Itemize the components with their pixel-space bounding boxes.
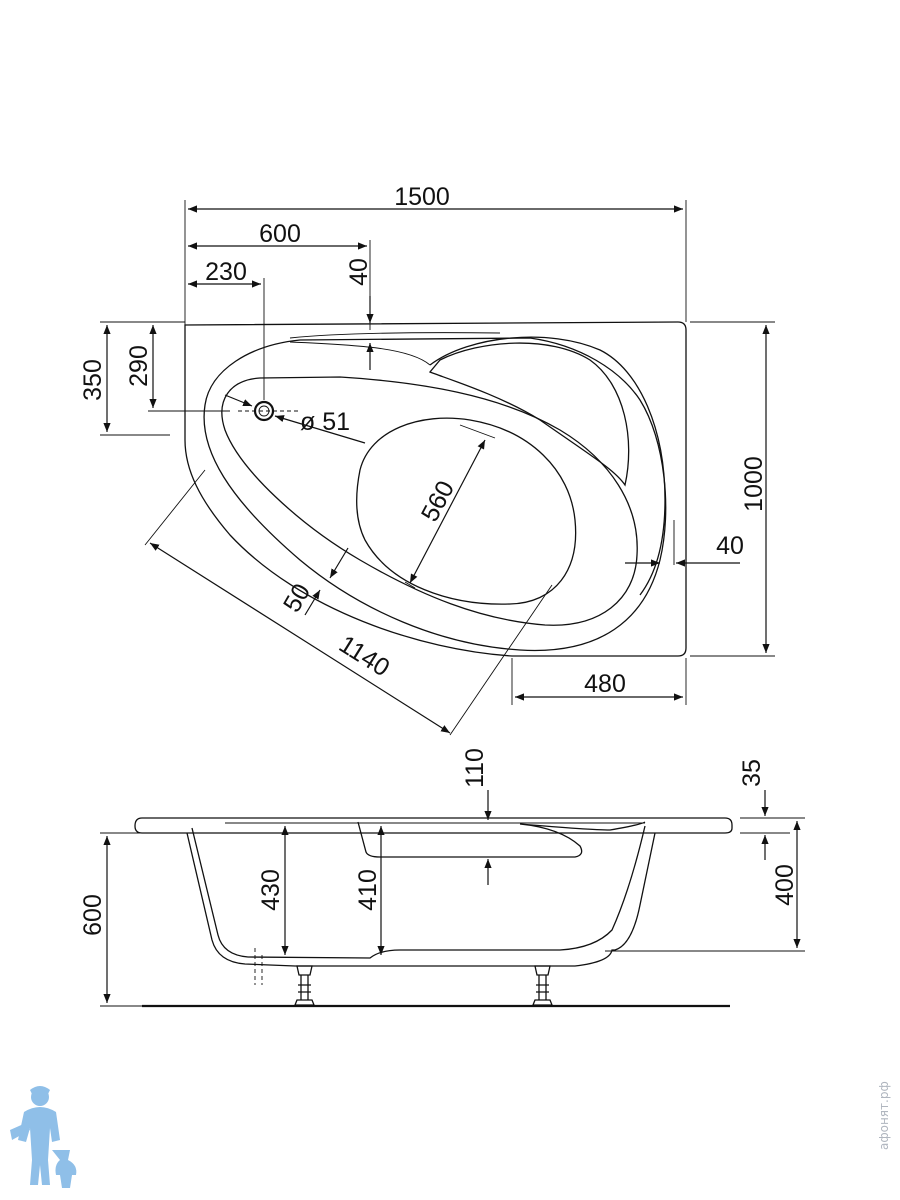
dim-line-50 [329, 547, 349, 579]
label-1000: 1000 [740, 456, 768, 512]
side-extension-lines [100, 817, 805, 1007]
headrest-inner [428, 342, 630, 487]
extension-lines-diag [144, 424, 553, 736]
side-rim [134, 817, 733, 834]
extension-lines-left [100, 321, 230, 436]
label-50: 50 [278, 579, 316, 617]
label-430: 430 [257, 869, 285, 911]
side-shell [186, 832, 656, 967]
label-1140: 1140 [334, 630, 394, 682]
label-480: 480 [584, 670, 626, 698]
basin-inner [221, 376, 638, 626]
foot-left [294, 965, 315, 1006]
watermark-text: афонят.рф [877, 1081, 891, 1150]
plumber-logo [10, 1086, 77, 1188]
dim-line-1140 [149, 542, 451, 734]
side-seat [357, 821, 646, 858]
dim-line-50-b [304, 589, 321, 616]
label-290: 290 [125, 345, 153, 387]
label-230: 230 [205, 258, 247, 286]
side-basin [191, 825, 646, 959]
extension-lines-right [673, 321, 775, 657]
label-600-top: 600 [259, 220, 301, 248]
label-600-side: 600 [79, 894, 107, 936]
dim-line-drain-b [274, 415, 366, 444]
headrest-outer [429, 336, 666, 596]
foot-right [532, 965, 553, 1006]
side-centerline [254, 948, 263, 985]
label-40-right: 40 [716, 532, 744, 560]
label-400: 400 [771, 864, 799, 906]
rim-strip-2 [289, 341, 431, 366]
extension-lines-top [184, 200, 687, 400]
drain-circle [253, 400, 275, 422]
dim-line-560 [409, 439, 486, 584]
label-110: 110 [461, 748, 489, 788]
extension-lines-bottom [511, 658, 687, 705]
dim-line-drain-a [224, 394, 253, 407]
basin-outer-edge [203, 337, 667, 652]
label-35: 35 [738, 759, 766, 787]
label-410: 410 [354, 869, 382, 911]
basin-floor [356, 417, 577, 605]
label-drain-diameter: ø 51 [300, 408, 350, 436]
side-view: 600 430 410 110 35 400 [79, 748, 805, 1008]
label-1500: 1500 [394, 183, 450, 211]
rim-strip [289, 332, 501, 339]
label-40-top: 40 [345, 258, 373, 286]
label-560: 560 [416, 476, 460, 526]
top-view: 1500 600 230 40 350 290 ø 51 560 1000 40… [79, 183, 775, 736]
label-350: 350 [79, 359, 107, 401]
